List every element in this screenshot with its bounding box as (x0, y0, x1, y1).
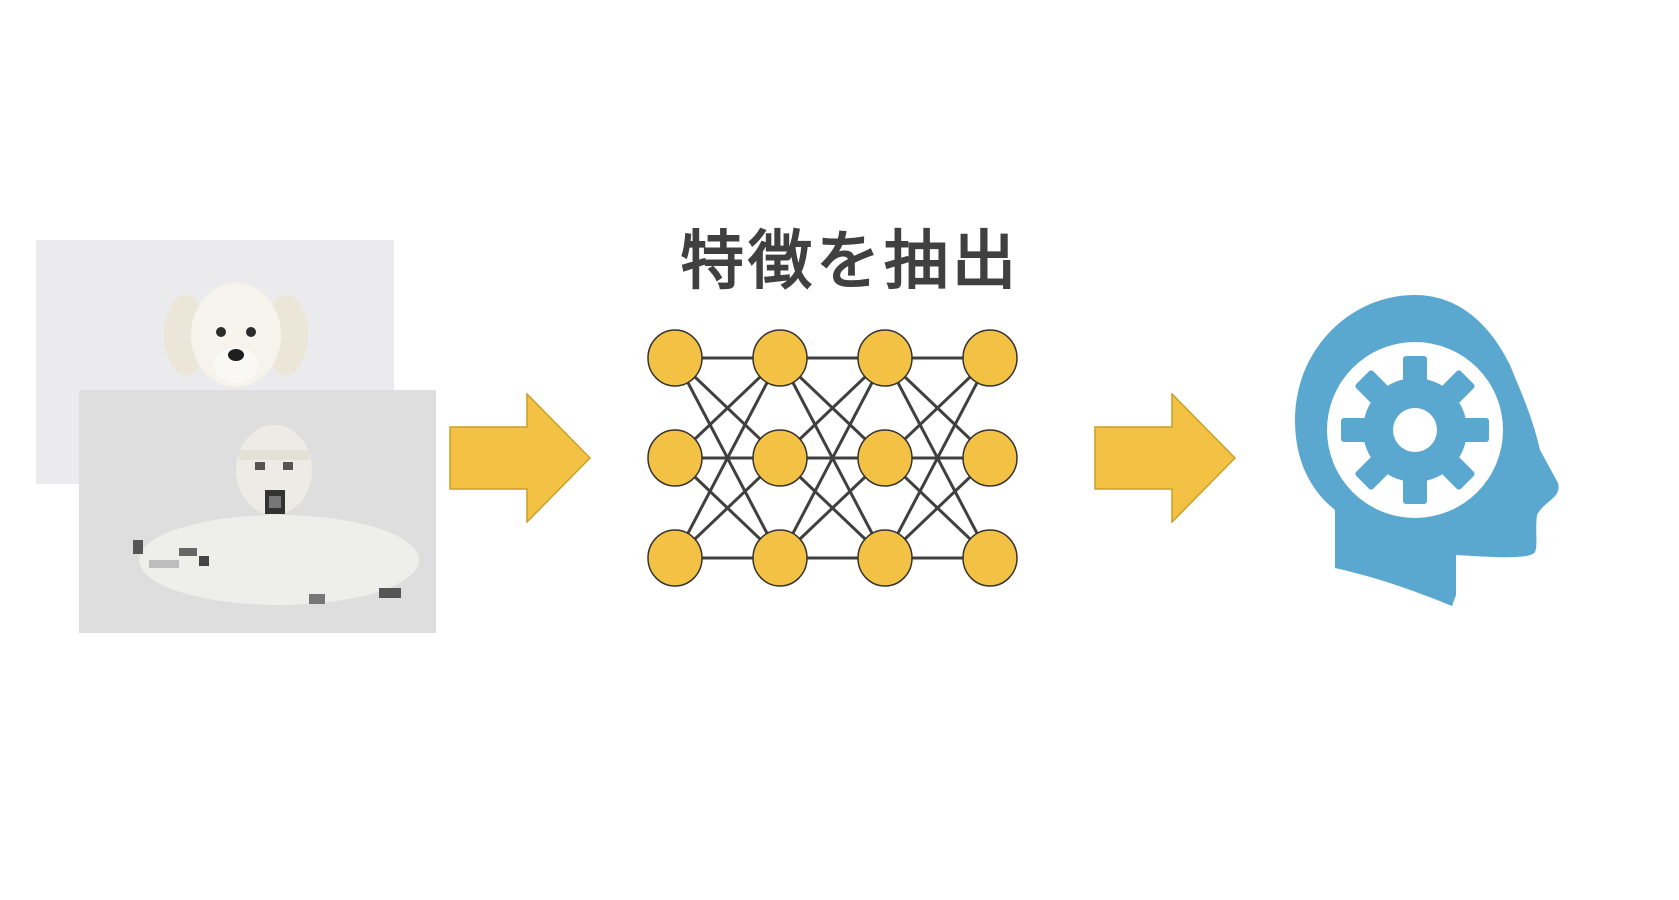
network-node (857, 329, 913, 387)
network-node (752, 529, 808, 587)
network-nodes (647, 329, 1018, 587)
right-arrow-icon (1094, 393, 1236, 523)
network-node (647, 529, 703, 587)
network-node (962, 429, 1018, 487)
network-node (962, 329, 1018, 387)
network-node (857, 429, 913, 487)
neural-network-icon (647, 329, 1018, 587)
network-node (647, 329, 703, 387)
network-edge (778, 357, 887, 559)
network-node (962, 529, 1018, 587)
dog-photo-pixelated-image (79, 390, 436, 633)
dog-photo-original (36, 240, 394, 484)
dog-photo-pixelated (79, 390, 436, 633)
diagram-title: 特徴を抽出 (680, 225, 1020, 299)
network-node (857, 529, 913, 587)
network-edge (883, 357, 992, 559)
network-edge (673, 357, 782, 559)
network-edges (673, 356, 992, 560)
right-arrow-icon (449, 393, 591, 523)
network-node (752, 329, 808, 387)
network-node (752, 429, 808, 487)
head-gear-icon (1295, 295, 1559, 606)
network-node (647, 429, 703, 487)
